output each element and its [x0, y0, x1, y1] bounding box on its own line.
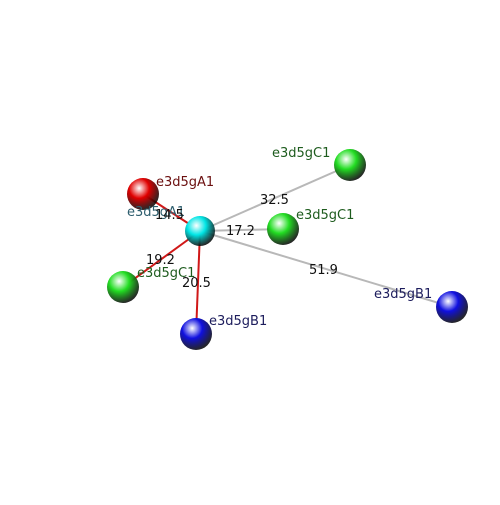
node-label: e3d5gC1 [137, 266, 195, 281]
edge-n-b1-bottom [195, 230, 201, 335]
node-label: e3d5gB1 [209, 314, 267, 329]
sphere-n-c1-left [107, 271, 139, 303]
sphere-center [185, 216, 215, 246]
labels-layer: e3d5gA114.532.517.219.220.551.9e3d5gA1e3… [127, 146, 432, 329]
sphere-n-b1-right [436, 291, 468, 323]
nodes-layer [107, 149, 468, 350]
node-label: e3d5gA1 [156, 175, 214, 190]
sphere-n-c1-top [334, 149, 366, 181]
node-label: e3d5gC1 [296, 208, 354, 223]
distance-label: 14.5 [155, 208, 184, 223]
sphere-n-c1-mid [267, 213, 299, 245]
distance-label: 20.5 [182, 276, 211, 291]
distance-label: 51.9 [309, 263, 338, 278]
edge-n-c1-top [199, 164, 351, 232]
node-label: e3d5gC1 [272, 146, 330, 161]
sphere-n-b1-bottom [180, 318, 212, 350]
sphere-n-a1 [127, 178, 159, 210]
center-label: e3d5gA1 [127, 205, 185, 220]
distance-label: 19.2 [146, 253, 175, 268]
node-label: e3d5gB1 [374, 287, 432, 302]
edges-layer [122, 164, 453, 335]
distance-label: 17.2 [226, 224, 255, 239]
edge-n-b1-right [199, 230, 453, 308]
distance-label: 32.5 [260, 193, 289, 208]
